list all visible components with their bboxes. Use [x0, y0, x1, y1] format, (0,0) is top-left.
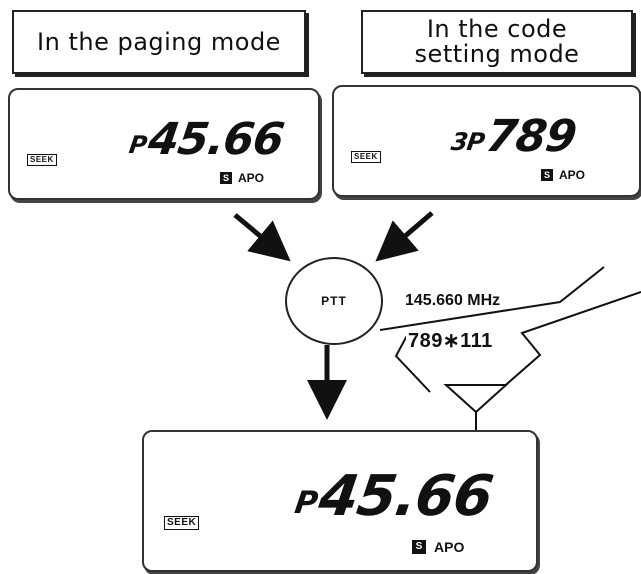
display-result: SEEK P45.66 S APO	[142, 430, 538, 572]
arrow-left-to-ptt	[233, 213, 291, 262]
seek-indicator: SEEK	[27, 154, 57, 166]
seek-indicator: SEEK	[164, 516, 200, 530]
arrow-right-to-ptt	[375, 211, 434, 262]
lcd-main-value: 45.66	[315, 464, 497, 529]
antenna-triangle	[443, 384, 509, 414]
paging-mode-text: In the paging mode	[37, 27, 281, 56]
apo-indicator: APO	[238, 171, 265, 185]
display-paging-mode: SEEK P45.66 S APO	[8, 88, 320, 200]
ptt-label: PTT	[321, 294, 347, 308]
transmit-frequency: 145.660 MHz	[405, 292, 501, 309]
lcd-readout: P45.66	[126, 114, 286, 165]
seek-indicator: SEEK	[351, 151, 381, 163]
lcd-readout: P45.66	[291, 464, 496, 529]
lcd-prefix: P	[127, 130, 148, 159]
apo-indicator: APO	[434, 539, 465, 555]
apo-indicator: APO	[559, 168, 586, 182]
display-code-setting-mode: SEEK 3P789 S APO	[332, 85, 641, 197]
lightning-right	[499, 291, 641, 391]
code-setting-mode-label: In the code setting mode	[361, 10, 633, 74]
lcd-main-value: 45.66	[145, 114, 287, 165]
ptt-button[interactable]: PTT	[285, 257, 383, 345]
paging-mode-label: In the paging mode	[12, 10, 306, 74]
s-meter-badge: S	[541, 169, 553, 181]
transmitted-code: 789∗111	[406, 328, 495, 353]
s-meter-badge: S	[220, 172, 232, 184]
lcd-prefix: P	[292, 485, 320, 522]
lcd-readout: 3P789	[448, 111, 579, 162]
s-meter-badge: S	[412, 540, 426, 554]
code-setting-mode-text: In the code setting mode	[414, 15, 580, 68]
lcd-prefix: 3P	[449, 127, 486, 156]
lcd-main-value: 789	[482, 111, 580, 162]
